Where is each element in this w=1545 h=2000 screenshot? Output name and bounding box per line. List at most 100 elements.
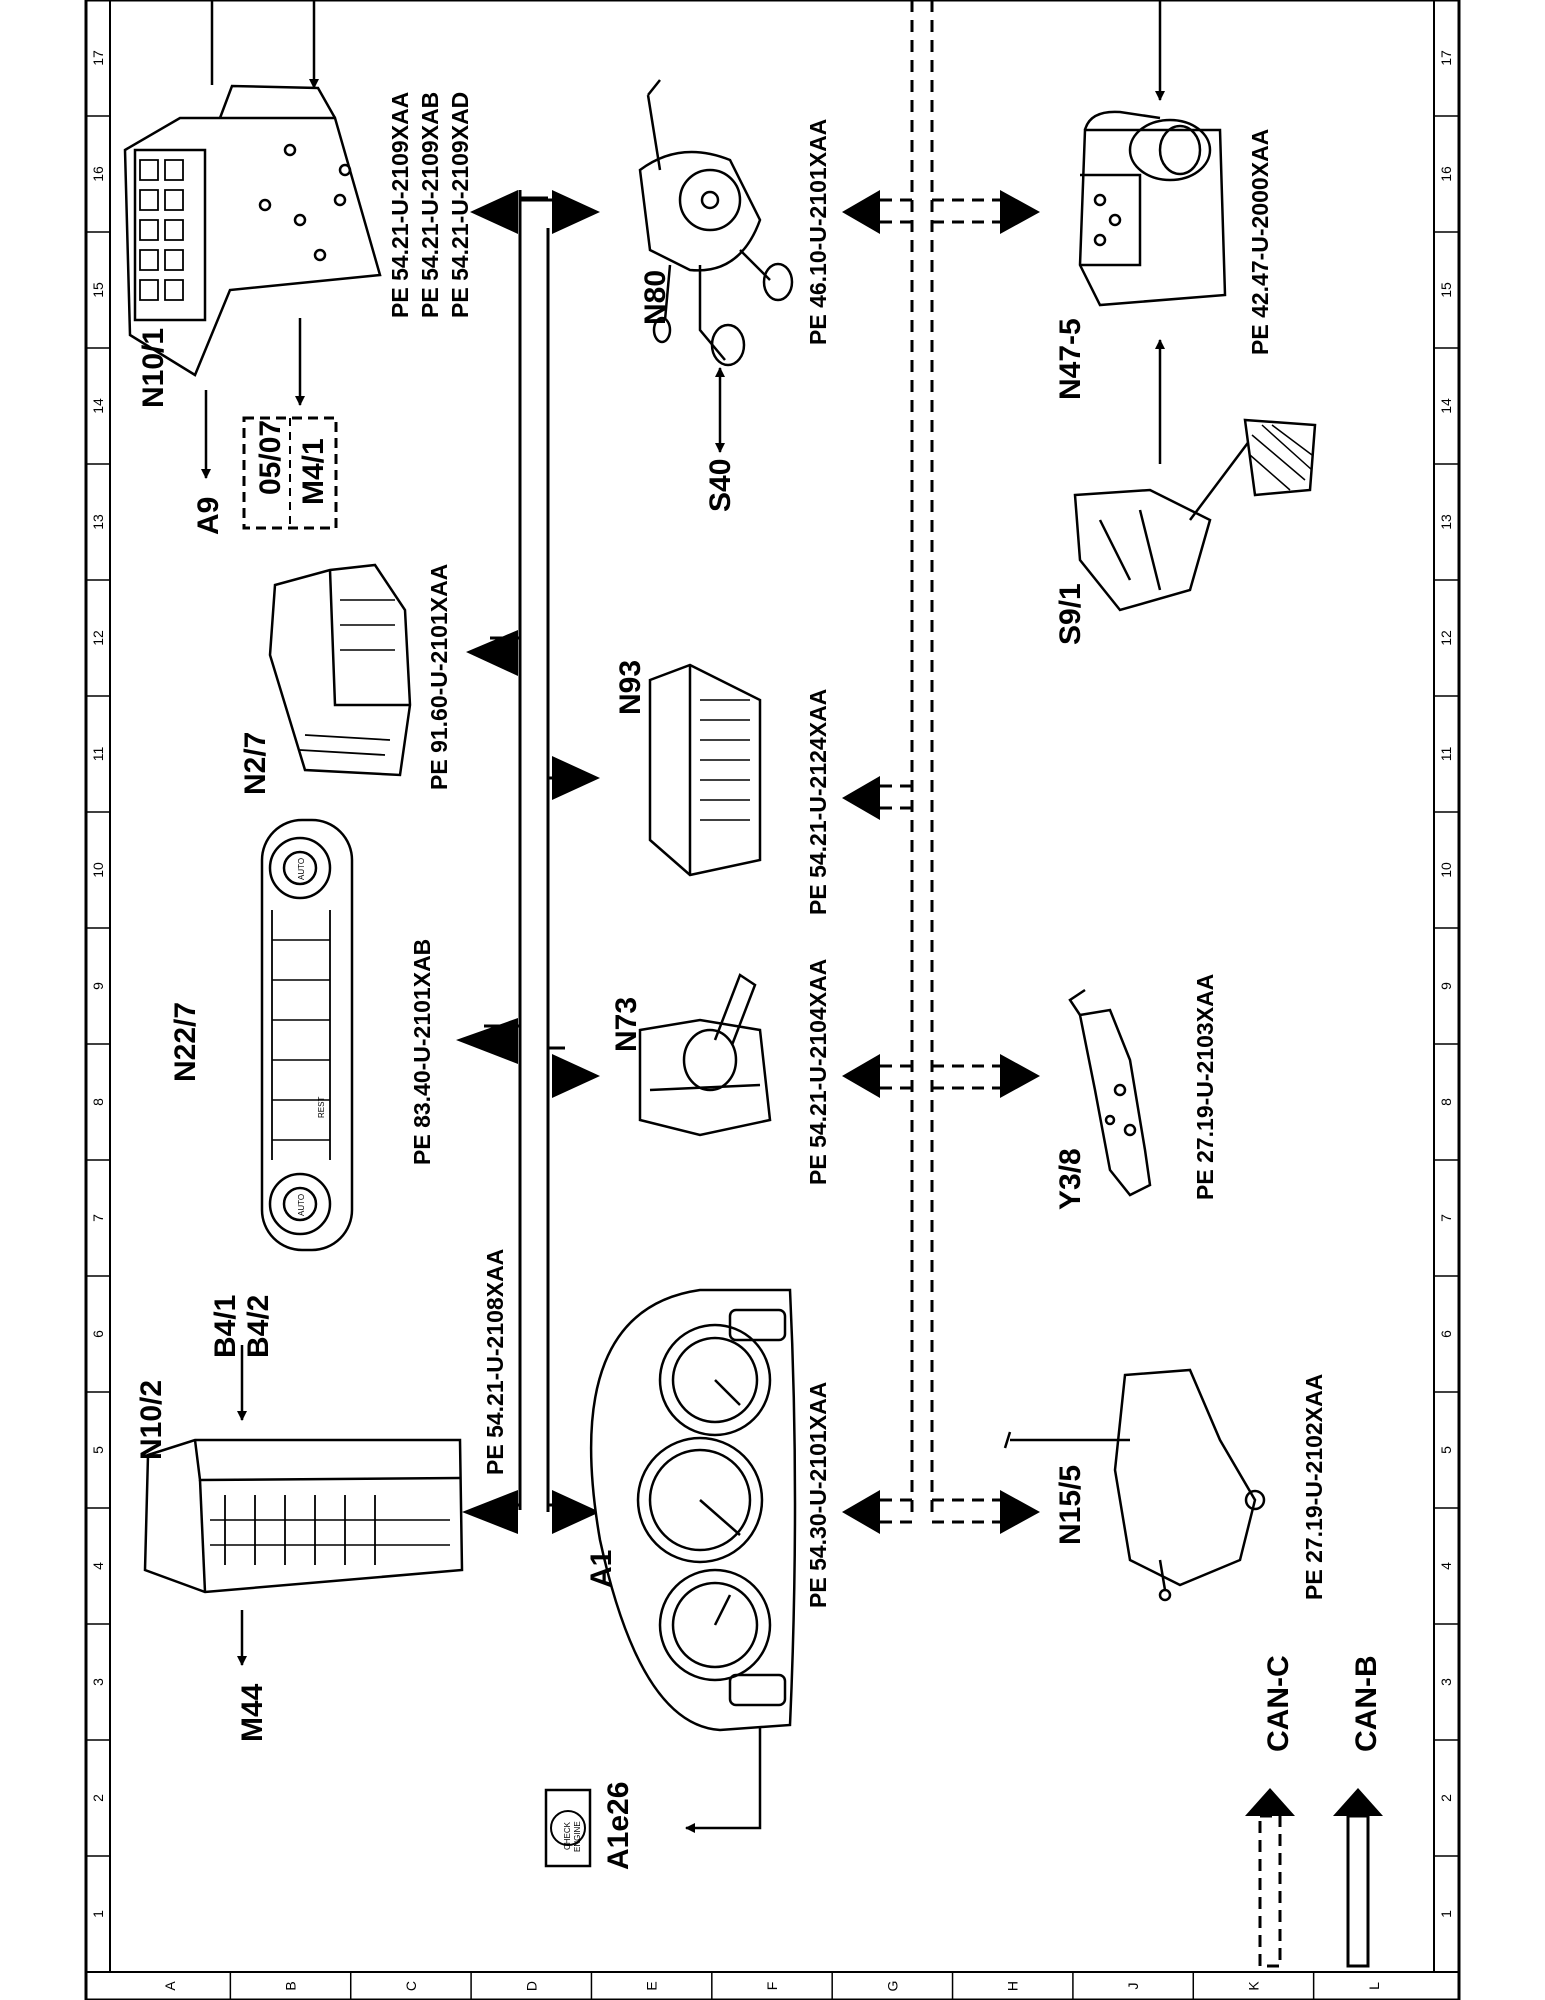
ref-n2-7: PE 91.60-U-2101XAA: [426, 564, 452, 790]
grid-letter-F: F: [764, 1982, 780, 1991]
ref-box-05-07: [242, 416, 338, 530]
panel-text-auto-bottom: AUTO: [297, 1194, 306, 1216]
grid-number-2-left: 2: [90, 1794, 106, 1802]
ref-n15-5: PE 27.19-U-2102XAA: [1301, 1374, 1327, 1600]
panel-text-rest: REST: [317, 1097, 326, 1118]
label-n47-5: N47-5: [1054, 318, 1087, 400]
label-a9: A9: [192, 497, 225, 535]
grid-number-1-right: 1: [1438, 1910, 1454, 1918]
grid-letter-D: D: [523, 1981, 539, 1991]
can-c-arrowheads: [842, 190, 1040, 1534]
grid-number-5-right: 5: [1438, 1446, 1454, 1454]
grid-number-6-right: 6: [1438, 1330, 1454, 1338]
grid-number-16-right: 16: [1438, 166, 1454, 182]
label-n15-5: N15/5: [1054, 1465, 1087, 1545]
n93-gateway-drawing: [648, 663, 762, 877]
grid-letter-G: G: [884, 1981, 900, 1992]
labels: N10/1 A9 05/07 M4/1 PE 54.21-U-2109XAA P…: [135, 92, 1383, 1870]
label-m4-1: M4/1: [297, 438, 330, 505]
n10-2-module-drawing: [143, 1438, 464, 1594]
legend-label-can-b: CAN-B: [1350, 1655, 1383, 1752]
label-b4-1: B4/1: [209, 1295, 242, 1358]
label-m44: M44: [236, 1683, 269, 1742]
grid-number-8-left: 8: [90, 1098, 106, 1106]
grid-number-14-right: 14: [1438, 398, 1454, 414]
n10-1-module-drawing: [123, 84, 382, 377]
ref-n10-1-a: PE 54.21-U-2109XAA: [387, 92, 413, 318]
ref-n93: PE 54.21-U-2124XAA: [805, 689, 831, 915]
can-c-bus: [880, 0, 1000, 1524]
label-n73: N73: [610, 997, 643, 1052]
label-n93: N93: [614, 660, 647, 715]
grid-number-15-right: 15: [1438, 282, 1454, 298]
grid-number-7-left: 7: [90, 1214, 106, 1222]
label-n2-7: N2/7: [239, 732, 272, 795]
label-n10-2: N10/2: [135, 1380, 168, 1460]
legend-can-b: [1333, 1788, 1383, 1968]
grid-number-9-right: 9: [1438, 982, 1454, 990]
grid-number-13-right: 13: [1438, 514, 1454, 530]
grid-number-2-right: 2: [1438, 1794, 1454, 1802]
grid-letter-L: L: [1366, 1982, 1382, 1990]
grid-number-13-left: 13: [90, 514, 106, 530]
label-a1: A1: [585, 1550, 618, 1588]
grid-number-12-left: 12: [90, 630, 106, 646]
grid-letter-C: C: [403, 1981, 419, 1991]
ref-n10-1-c: PE 54.21-U-2109XAD: [447, 92, 473, 318]
grid-number-4-left: 4: [90, 1562, 106, 1570]
label-a1e26: A1e26: [602, 1782, 635, 1870]
grid-number-11-left: 11: [90, 747, 106, 762]
label-s40: S40: [704, 459, 737, 512]
legend-can-c: [1245, 1788, 1295, 1968]
grid-letter-B: B: [283, 1981, 299, 1990]
ref-n10-2: PE 54.21-U-2108XAA: [482, 1249, 508, 1475]
ref-n10-1-b: PE 54.21-U-2109XAB: [417, 92, 443, 318]
grid-number-10-right: 10: [1438, 862, 1454, 878]
ref-n80: PE 46.10-U-2101XAA: [805, 119, 831, 345]
grid-letter-K: K: [1245, 1981, 1261, 1991]
label-y3-8: Y3/8: [1054, 1148, 1087, 1210]
label-b4-2: B4/2: [242, 1295, 275, 1358]
label-ref-05-07: 05/07: [254, 420, 287, 495]
grid-letter-H: H: [1005, 1981, 1021, 1991]
grid-number-14-left: 14: [90, 398, 106, 414]
label-n10-1: N10/1: [137, 328, 170, 408]
legend-label-can-c: CAN-C: [1262, 1655, 1295, 1752]
grid-number-1-left: 1: [90, 1910, 106, 1918]
ref-y3-8: PE 27.19-U-2103XAA: [1192, 974, 1218, 1200]
can-b-arrowheads: [456, 190, 600, 1534]
grid-number-8-right: 8: [1438, 1098, 1454, 1106]
n15-5-selector-drawing: [1003, 1368, 1266, 1602]
grid-number-16-left: 16: [90, 166, 106, 182]
legend: [1245, 1788, 1383, 1968]
s9-1-pedal-drawing: [1073, 418, 1317, 612]
grid-letter-A: A: [162, 1981, 178, 1991]
a1-cluster-drawing: [589, 1288, 797, 1732]
grid-number-5-left: 5: [90, 1446, 106, 1454]
y3-8-valve-drawing: [1068, 988, 1152, 1197]
n2-7-module-drawing: [268, 563, 412, 777]
grid-number-17-right: 17: [1438, 50, 1454, 66]
label-n22-7: N22/7: [169, 1002, 202, 1082]
grid-number-12-right: 12: [1438, 630, 1454, 646]
grid-number-15-left: 15: [90, 282, 106, 298]
lamp-text-engine: ENGINE: [573, 1821, 582, 1852]
lamp-text-check: CHECK: [563, 1821, 572, 1850]
n73-ignition-drawing: [638, 973, 772, 1137]
grid-number-7-right: 7: [1438, 1214, 1454, 1222]
ref-a1: PE 54.30-U-2101XAA: [805, 1382, 831, 1608]
check-engine-lamp: [544, 1788, 592, 1868]
ref-n22-7: PE 83.40-U-2101XAB: [409, 939, 435, 1165]
grid-number-3-left: 3: [90, 1678, 106, 1686]
grid-number-10-left: 10: [90, 862, 106, 878]
grid-number-9-left: 9: [90, 982, 106, 990]
panel-text-auto-top: AUTO: [297, 858, 306, 880]
grid-number-6-left: 6: [90, 1330, 106, 1338]
signal-arrows: [201, 0, 1165, 1833]
n22-7-panel-drawing: [260, 818, 354, 1252]
label-s9-1: S9/1: [1054, 583, 1087, 645]
grid-number-17-left: 17: [90, 50, 106, 66]
